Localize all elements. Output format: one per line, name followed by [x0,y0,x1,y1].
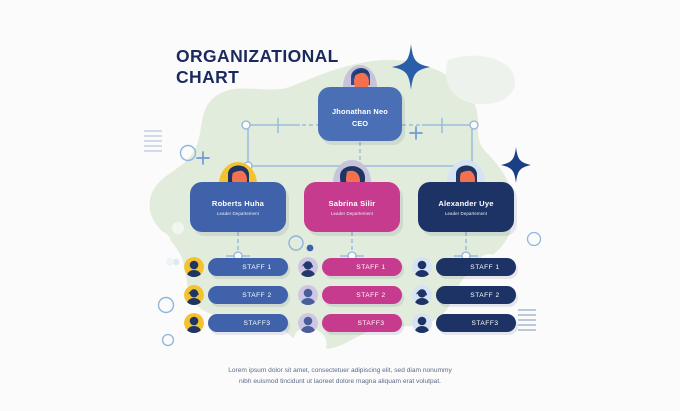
staff-row[interactable]: STAFF 2 [208,286,288,304]
staff-row[interactable]: STAFF 1 [208,258,288,276]
ceo-role: CEO [351,119,368,128]
manager-avatar-bangs-icon [341,166,364,176]
decor-circle-outline-3 [157,296,175,314]
decor-line-group-right [518,309,536,331]
connector-node-upper-right [469,120,479,130]
decor-circle-filled-1 [306,244,314,252]
decor-circle-outline-1 [179,144,197,162]
decor-circle-outline-2 [288,235,304,251]
decor-circle-outline-5 [526,231,542,247]
manager-name: Sabrina Silir [328,199,376,208]
decor-plus-2 [409,126,423,140]
staff-avatar-icon [184,285,204,305]
manager-role: Leader Departement [330,211,374,216]
decor-line-group-left [144,130,162,152]
manager-role: Leader Departement [444,211,488,216]
staff-avatar-icon [298,257,318,277]
staff-label: STAFF 2 [470,291,500,299]
page-title: ORGANIZATIONAL CHART [176,46,376,89]
staff-avatar-icon [298,313,318,333]
page-title-line1: ORGANIZATIONAL [176,46,339,66]
manager-card-alexander-uye[interactable]: Alexander Uye Leader Departement [418,182,514,232]
staff-avatar-icon [298,285,318,305]
manager-name: Alexander Uye [438,199,494,208]
decor-circle-filled-2 [172,258,180,266]
ceo-avatar-fringe-icon [352,69,370,78]
staff-avatar-icon [184,313,204,333]
staff-label: STAFF 2 [242,291,272,299]
staff-label: STAFF3 [471,319,499,327]
footer-text: Lorem ipsum dolor sit amet, consectetuer… [160,366,520,388]
manager-card-roberts-huha[interactable]: Roberts Huha Leader Departement [190,182,286,232]
manager-card-sabrina-silir[interactable]: Sabrina Silir Leader Departement [304,182,400,232]
staff-row[interactable]: STAFF3 [322,314,402,332]
staff-avatar-icon [412,257,432,277]
staff-label: STAFF 1 [470,263,500,271]
staff-row[interactable]: STAFF 1 [436,258,516,276]
staff-row[interactable]: STAFF 2 [322,286,402,304]
background-blob-secondary [445,55,516,105]
manager-avatar-fringe-icon [457,167,477,176]
staff-label: STAFF 1 [242,263,272,271]
footer-line2: nibh euismod tincidunt ut laoreet dolore… [239,377,441,385]
staff-row[interactable]: STAFF3 [208,314,288,332]
staff-avatar-icon [184,257,204,277]
decor-circle-outline-4 [161,333,175,347]
sparkle-icon-top [392,44,430,90]
staff-label: STAFF3 [243,319,271,327]
staff-row[interactable]: STAFF3 [436,314,516,332]
connector-node-upper-left [241,120,251,130]
decor-circle-filled-3 [172,222,184,234]
footer-line1: Lorem ipsum dolor sit amet, consectetuer… [228,367,452,374]
decor-circle-filled-4 [166,258,174,266]
decor-plus-1 [196,151,210,165]
ceo-card[interactable]: Jhonathan Neo CEO [318,87,402,141]
staff-avatar-icon [412,313,432,333]
background-blob-notch-bottom [293,328,327,357]
page-title-line2: CHART [176,67,240,88]
manager-avatar-fringe-icon [229,167,249,176]
manager-name: Roberts Huha [211,199,265,208]
ceo-name: Jhonathan Neo [332,107,388,116]
staff-label: STAFF 1 [356,263,386,271]
manager-role: Leader Departement [216,211,260,216]
staff-row[interactable]: STAFF 1 [322,258,402,276]
sparkle-icon-right [501,147,531,183]
staff-row[interactable]: STAFF 2 [436,286,516,304]
staff-avatar-icon [412,285,432,305]
staff-label: STAFF 2 [356,291,386,299]
background-blob-notch-left [140,230,172,265]
staff-label: STAFF3 [357,319,385,327]
